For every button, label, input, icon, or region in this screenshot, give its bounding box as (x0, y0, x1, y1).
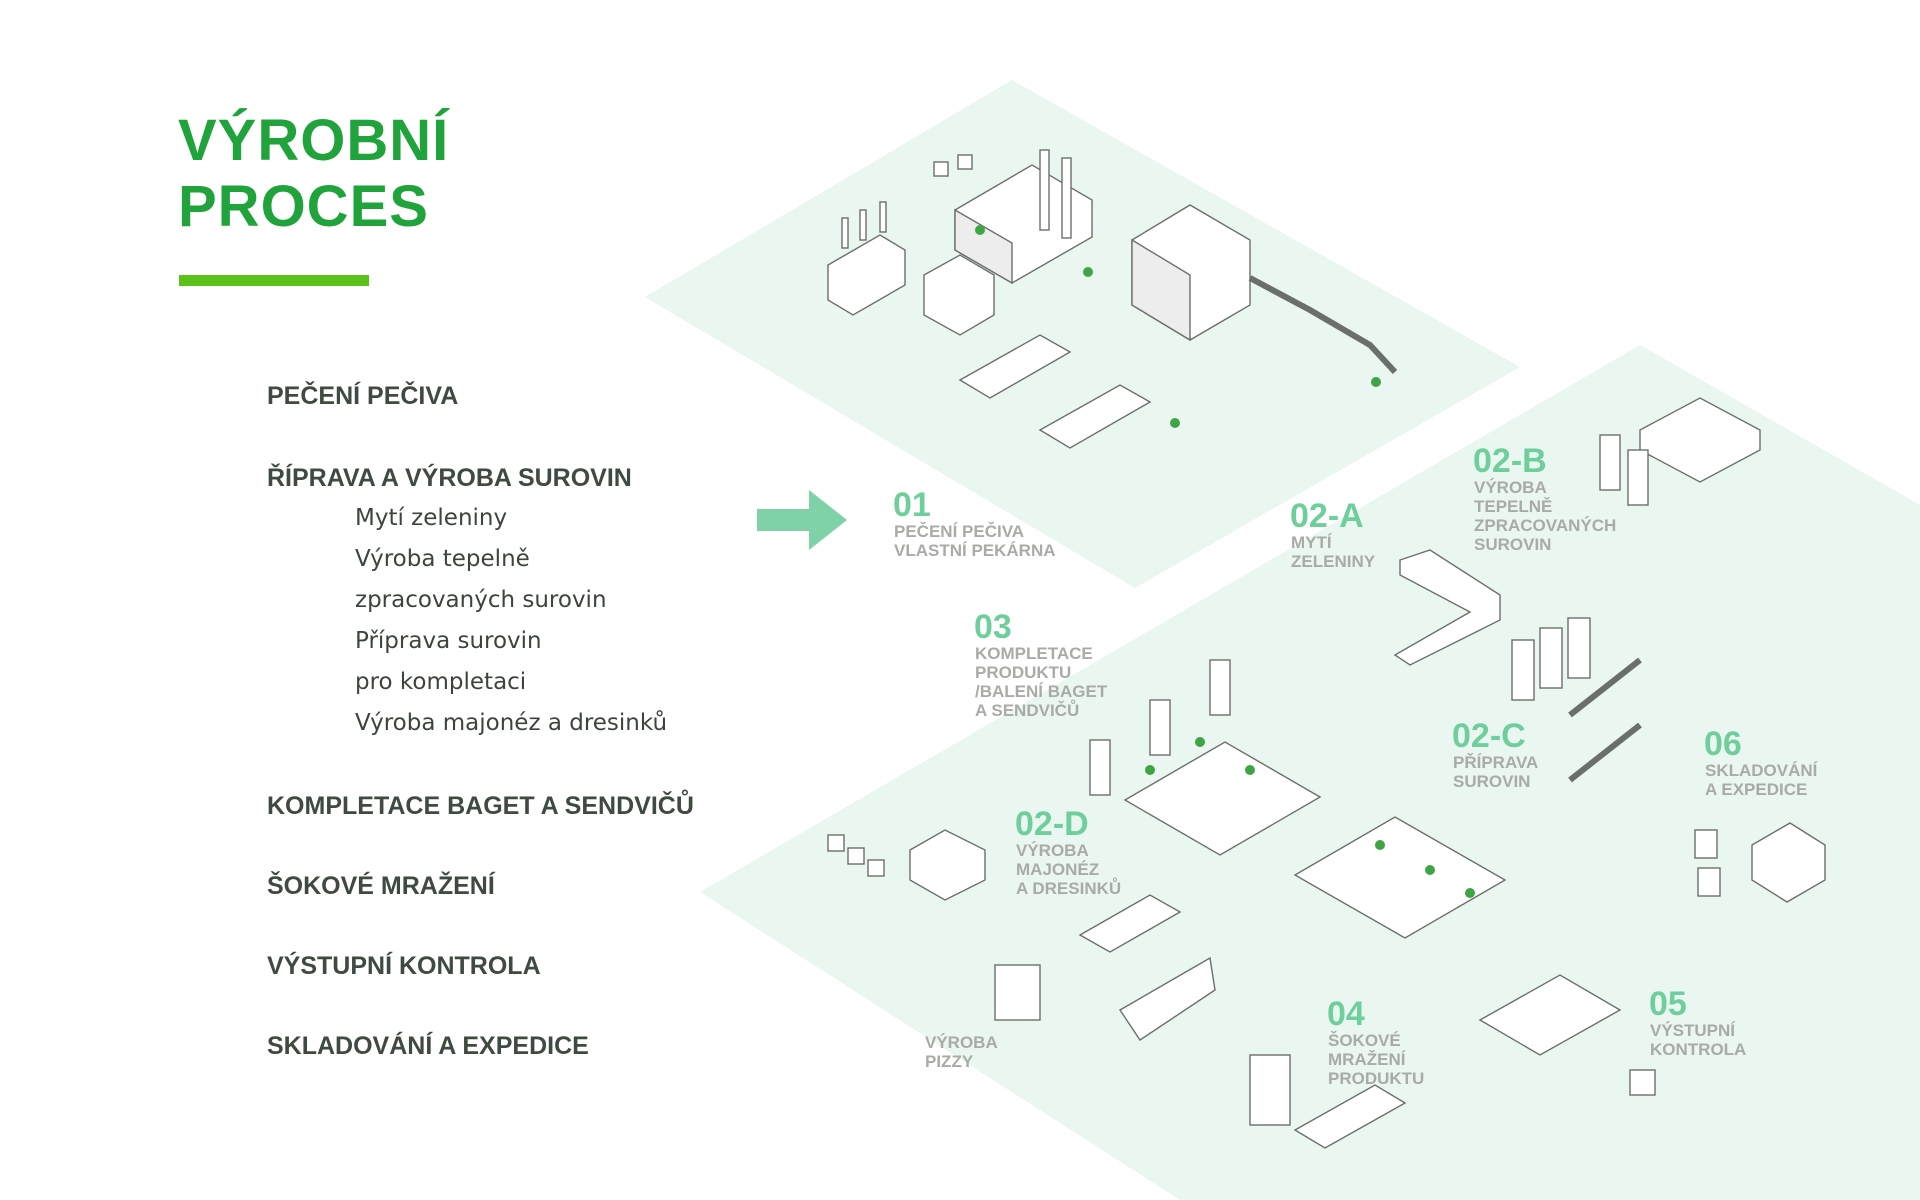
stage-number: 04 (1327, 995, 1365, 1033)
page-title: VÝROBNÍ PROCES (178, 108, 449, 240)
stage-label-line: VÝROBA (925, 1033, 998, 1052)
process-item-preparation: ŘÍPRAVA A VÝROBA SUROVIN (267, 464, 632, 492)
stage-02c-label: 02-C PŘÍPRAVA SUROVIN (1452, 717, 1538, 791)
process-item-storage: SKLADOVÁNÍ A EXPEDICE (267, 1032, 589, 1060)
stage-number: 02-C (1452, 717, 1526, 755)
stage-label-line: VÝROBA (1474, 478, 1547, 497)
stage-label-line: ŠOKOVÉ (1328, 1031, 1401, 1050)
stage-label-line: MYTÍ (1291, 533, 1333, 552)
stage-02d-label: 02-D VÝROBA MAJONÉZ A DRESINKŮ (1015, 805, 1121, 898)
stage-label-line: KOMPLETACE (975, 644, 1093, 663)
stage-number: 02-D (1015, 805, 1089, 843)
stage-number: 06 (1704, 725, 1742, 763)
sub-item: Mytí zeleniny (355, 505, 508, 531)
stage-label-line: ZPRACOVANÝCH (1474, 516, 1616, 535)
stage-02b-label: 02-B VÝROBA TEPELNĚ ZPRACOVANÝCH SUROVIN (1473, 442, 1616, 554)
stage-label-line: MAJONÉZ (1016, 860, 1099, 879)
process-item-freezing: ŠOKOVÉ MRAŽENÍ (267, 872, 495, 900)
process-item-assembly: KOMPLETACE BAGET A SENDVIČŮ (267, 792, 694, 820)
stage-01-label: 01 PEČENÍ PEČIVA VLASTNÍ PEKÁRNA (893, 486, 1056, 560)
stage-number: 02-B (1473, 442, 1547, 480)
right-arrow-icon (757, 490, 847, 550)
sub-item: pro kompletaci (355, 669, 527, 695)
preparation-sub-list: Mytí zeleniny Výroba tepelně zpracovanýc… (267, 498, 727, 744)
pizza-label: VÝROBA PIZZY (925, 1033, 998, 1071)
stage-label-line: /BALENÍ BAGET (975, 682, 1108, 701)
title-line-2: PROCES (178, 174, 429, 239)
stage-label-line: PIZZY (925, 1052, 974, 1071)
stage-label-line: PRODUKTU (975, 663, 1071, 682)
sub-item: Příprava surovin (355, 628, 542, 654)
title-line-1: VÝROBNÍ (178, 108, 450, 173)
stage-label-line: ZELENINY (1291, 552, 1376, 571)
sub-item: Výroba majonéz a dresinků (355, 710, 668, 736)
production-equipment (827, 397, 1826, 1149)
process-item-inspection: VÝSTUPNÍ KONTROLA (267, 952, 541, 980)
stage-label-line: VÝROBA (1016, 841, 1089, 860)
stage-number: 02-A (1290, 497, 1364, 535)
stage-04-label: 04 ŠOKOVÉ MRAŽENÍ PRODUKTU (1327, 995, 1424, 1088)
stage-label-line: PEČENÍ PEČIVA (894, 522, 1024, 541)
sub-item: Výroba tepelně (355, 546, 530, 572)
stage-label-line: PŘÍPRAVA (1453, 753, 1538, 772)
process-item-baking: PEČENÍ PEČIVA (267, 382, 459, 410)
stage-label-line: PRODUKTU (1328, 1069, 1424, 1088)
stage-label-line: MRAŽENÍ (1328, 1050, 1407, 1069)
stage-label-line: SUROVIN (1474, 535, 1551, 554)
stage-05-label: 05 VÝSTUPNÍ KONTROLA (1649, 985, 1746, 1059)
stage-number: 03 (974, 608, 1012, 646)
process-list: PEČENÍ PEČIVA ŘÍPRAVA A VÝROBA SUROVIN M… (267, 376, 727, 1066)
stage-label-line: A DRESINKŮ (1016, 878, 1121, 898)
bakery-equipment (827, 149, 1398, 449)
stage-label-line: VLASTNÍ PEKÁRNA (894, 541, 1056, 560)
stage-label-line: TEPELNĚ (1474, 497, 1552, 516)
sub-item: zpracovaných surovin (355, 587, 607, 613)
process-group-preparation: ŘÍPRAVA A VÝROBA SUROVIN Mytí zeleniny V… (267, 458, 727, 744)
stage-03-label: 03 KOMPLETACE PRODUKTU /BALENÍ BAGET A S… (974, 608, 1108, 720)
stage-label-line: SKLADOVÁNÍ (1705, 761, 1819, 780)
stage-label-line: A SENDVIČŮ (975, 700, 1079, 720)
bakery-floor (645, 80, 1520, 588)
stage-label-line: A EXPEDICE (1705, 780, 1807, 799)
stage-number: 01 (893, 486, 931, 524)
stage-06-label: 06 SKLADOVÁNÍ A EXPEDICE (1704, 725, 1819, 799)
stage-label-line: KONTROLA (1650, 1040, 1746, 1059)
title-underline (179, 275, 369, 286)
stage-02a-label: 02-A MYTÍ ZELENINY (1290, 497, 1376, 571)
stage-label-line: SUROVIN (1453, 772, 1530, 791)
stage-label-line: VÝSTUPNÍ (1650, 1021, 1736, 1040)
stage-number: 05 (1649, 985, 1687, 1023)
